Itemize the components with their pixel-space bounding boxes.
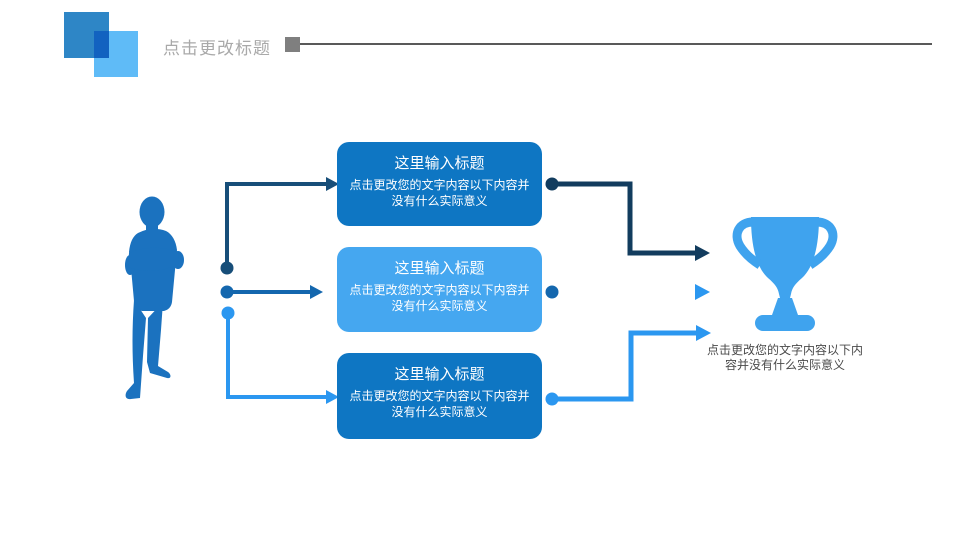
connector-dot [220, 285, 234, 299]
connector-left-bottom [221, 306, 339, 404]
box-body[interactable]: 点击更改您的文字内容以下内容并没有什么实际意义 [349, 178, 530, 208]
box-body[interactable]: 点击更改您的文字内容以下内容并没有什么实际意义 [349, 389, 530, 419]
connector-left-middle [220, 285, 323, 299]
connector-left-top [220, 177, 339, 275]
box-title[interactable]: 这里输入标题 [394, 155, 485, 172]
businessman-silhouette-icon [125, 196, 184, 400]
slide-title[interactable]: 点击更改标题 [163, 39, 271, 58]
connector-right-middle [545, 284, 710, 300]
connector-dot [220, 261, 234, 275]
title-marker-square [285, 37, 300, 52]
trophy-caption[interactable]: 点击更改您的文字内容以下内容并没有什么实际意义 [706, 343, 863, 372]
box-body[interactable]: 点击更改您的文字内容以下内容并没有什么实际意义 [349, 283, 530, 313]
trophy-icon [732, 217, 838, 331]
content-box-2[interactable]: 这里输入标题 点击更改您的文字内容以下内容并没有什么实际意义 [337, 247, 542, 332]
connector-dot [545, 392, 559, 406]
connector-dot [545, 285, 559, 299]
connector-dot [221, 306, 235, 320]
box-title[interactable]: 这里输入标题 [394, 366, 485, 383]
title-rule-line [300, 43, 932, 45]
connector-right-top [545, 177, 710, 261]
content-box-1[interactable]: 这里输入标题 点击更改您的文字内容以下内容并没有什么实际意义 [337, 142, 542, 226]
box-title[interactable]: 这里输入标题 [394, 260, 485, 277]
content-box-3[interactable]: 这里输入标题 点击更改您的文字内容以下内容并没有什么实际意义 [337, 353, 542, 439]
connector-right-bottom [545, 325, 711, 406]
connector-dot [545, 177, 559, 191]
logo-square-light [94, 31, 138, 77]
